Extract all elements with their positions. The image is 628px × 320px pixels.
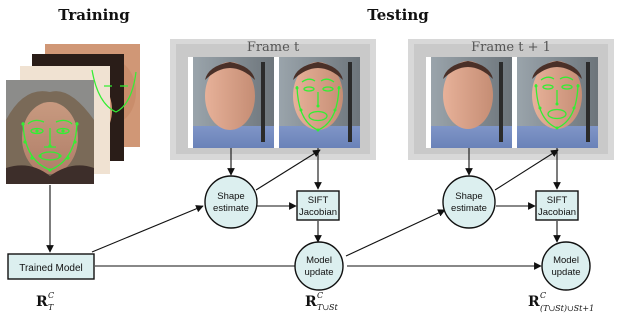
training-heading: Training (58, 6, 130, 24)
sift-jacobian-node-t-plus-1: SIFT Jacobian (535, 190, 579, 221)
svg-text:C: C (540, 291, 546, 300)
frame-t-plus-1-label: Frame t + 1 (471, 40, 551, 55)
training-image-stack (6, 44, 140, 184)
shape-estimate-node-t: Shape estimate (204, 175, 258, 229)
sift-label-1: SIFT (547, 195, 568, 206)
svg-text:T∪St: T∪St (317, 303, 339, 312)
svg-text:C: C (317, 291, 323, 300)
svg-text:R: R (36, 294, 48, 310)
frame-t-label: Frame t (247, 40, 300, 55)
connector-arrows (46, 148, 561, 270)
math-label-test-t-plus-1: R C (T∪St)∪St+1 (528, 291, 594, 313)
svg-text:(T∪St)∪St+1: (T∪St)∪St+1 (540, 304, 594, 313)
sift-label-2: Jacobian (299, 207, 337, 218)
trained-model-label: Trained Model (19, 263, 83, 274)
testing-heading: Testing (367, 6, 429, 24)
sift-label-2: Jacobian (538, 207, 576, 218)
frame-t-plus-1: Frame t + 1 (408, 39, 614, 160)
model-update-label-2: update (551, 267, 580, 278)
sift-label-1: SIFT (308, 195, 329, 206)
shape-estimate-label-1: Shape (455, 191, 482, 202)
shape-estimate-label-2: estimate (213, 203, 249, 214)
model-update-label-1: Model (553, 255, 579, 266)
math-label-test-t: R C T∪St (305, 291, 339, 312)
svg-text:R: R (528, 294, 540, 310)
svg-text:C: C (48, 291, 54, 300)
svg-text:R: R (305, 294, 317, 310)
model-update-label-2: update (304, 267, 333, 278)
shape-estimate-label-2: estimate (451, 203, 487, 214)
sift-jacobian-node-t: SIFT Jacobian (296, 190, 340, 221)
frame-t: Frame t (170, 39, 376, 160)
model-update-label-1: Model (306, 255, 332, 266)
math-label-train: R C T (36, 291, 54, 312)
trained-model-node: Trained Model (7, 253, 95, 280)
shape-estimate-node-t-plus-1: Shape estimate (442, 175, 496, 229)
shape-estimate-label-1: Shape (217, 191, 244, 202)
svg-text:T: T (48, 303, 54, 312)
model-update-node-t: Model update (294, 241, 344, 291)
model-update-node-t-plus-1: Model update (541, 241, 591, 291)
